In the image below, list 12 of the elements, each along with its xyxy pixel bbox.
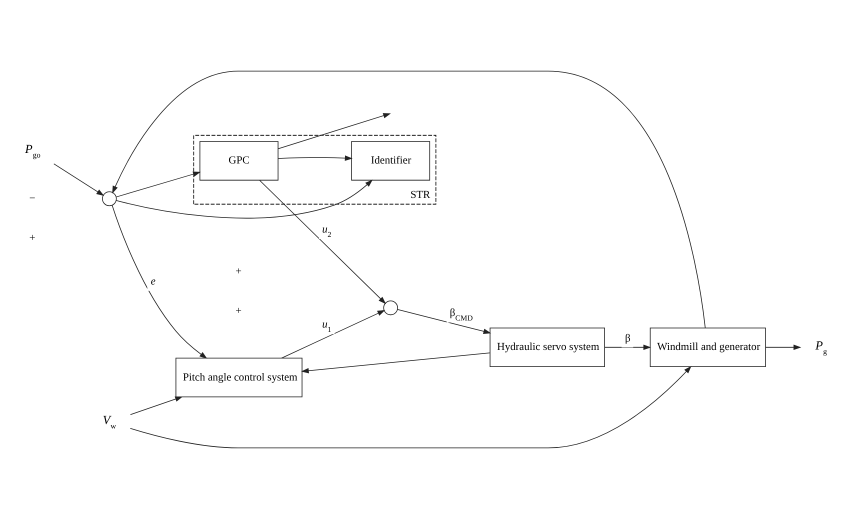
label: − xyxy=(29,192,36,205)
edge-label: u$_{2}$ xyxy=(322,224,332,240)
edge-label: e xyxy=(150,275,156,288)
node-text: P$_{go}$ xyxy=(25,142,40,160)
edge-label: β xyxy=(625,332,631,345)
edge-label: β$_{CMD}$ xyxy=(450,307,473,323)
label: + xyxy=(29,232,36,244)
edge-label: u$_{1}$ xyxy=(322,318,332,334)
label: + xyxy=(236,265,242,278)
node-text: P$_{g}$ xyxy=(815,338,828,356)
node-text: V$_{w}$ xyxy=(102,412,116,430)
label: + xyxy=(236,304,242,317)
